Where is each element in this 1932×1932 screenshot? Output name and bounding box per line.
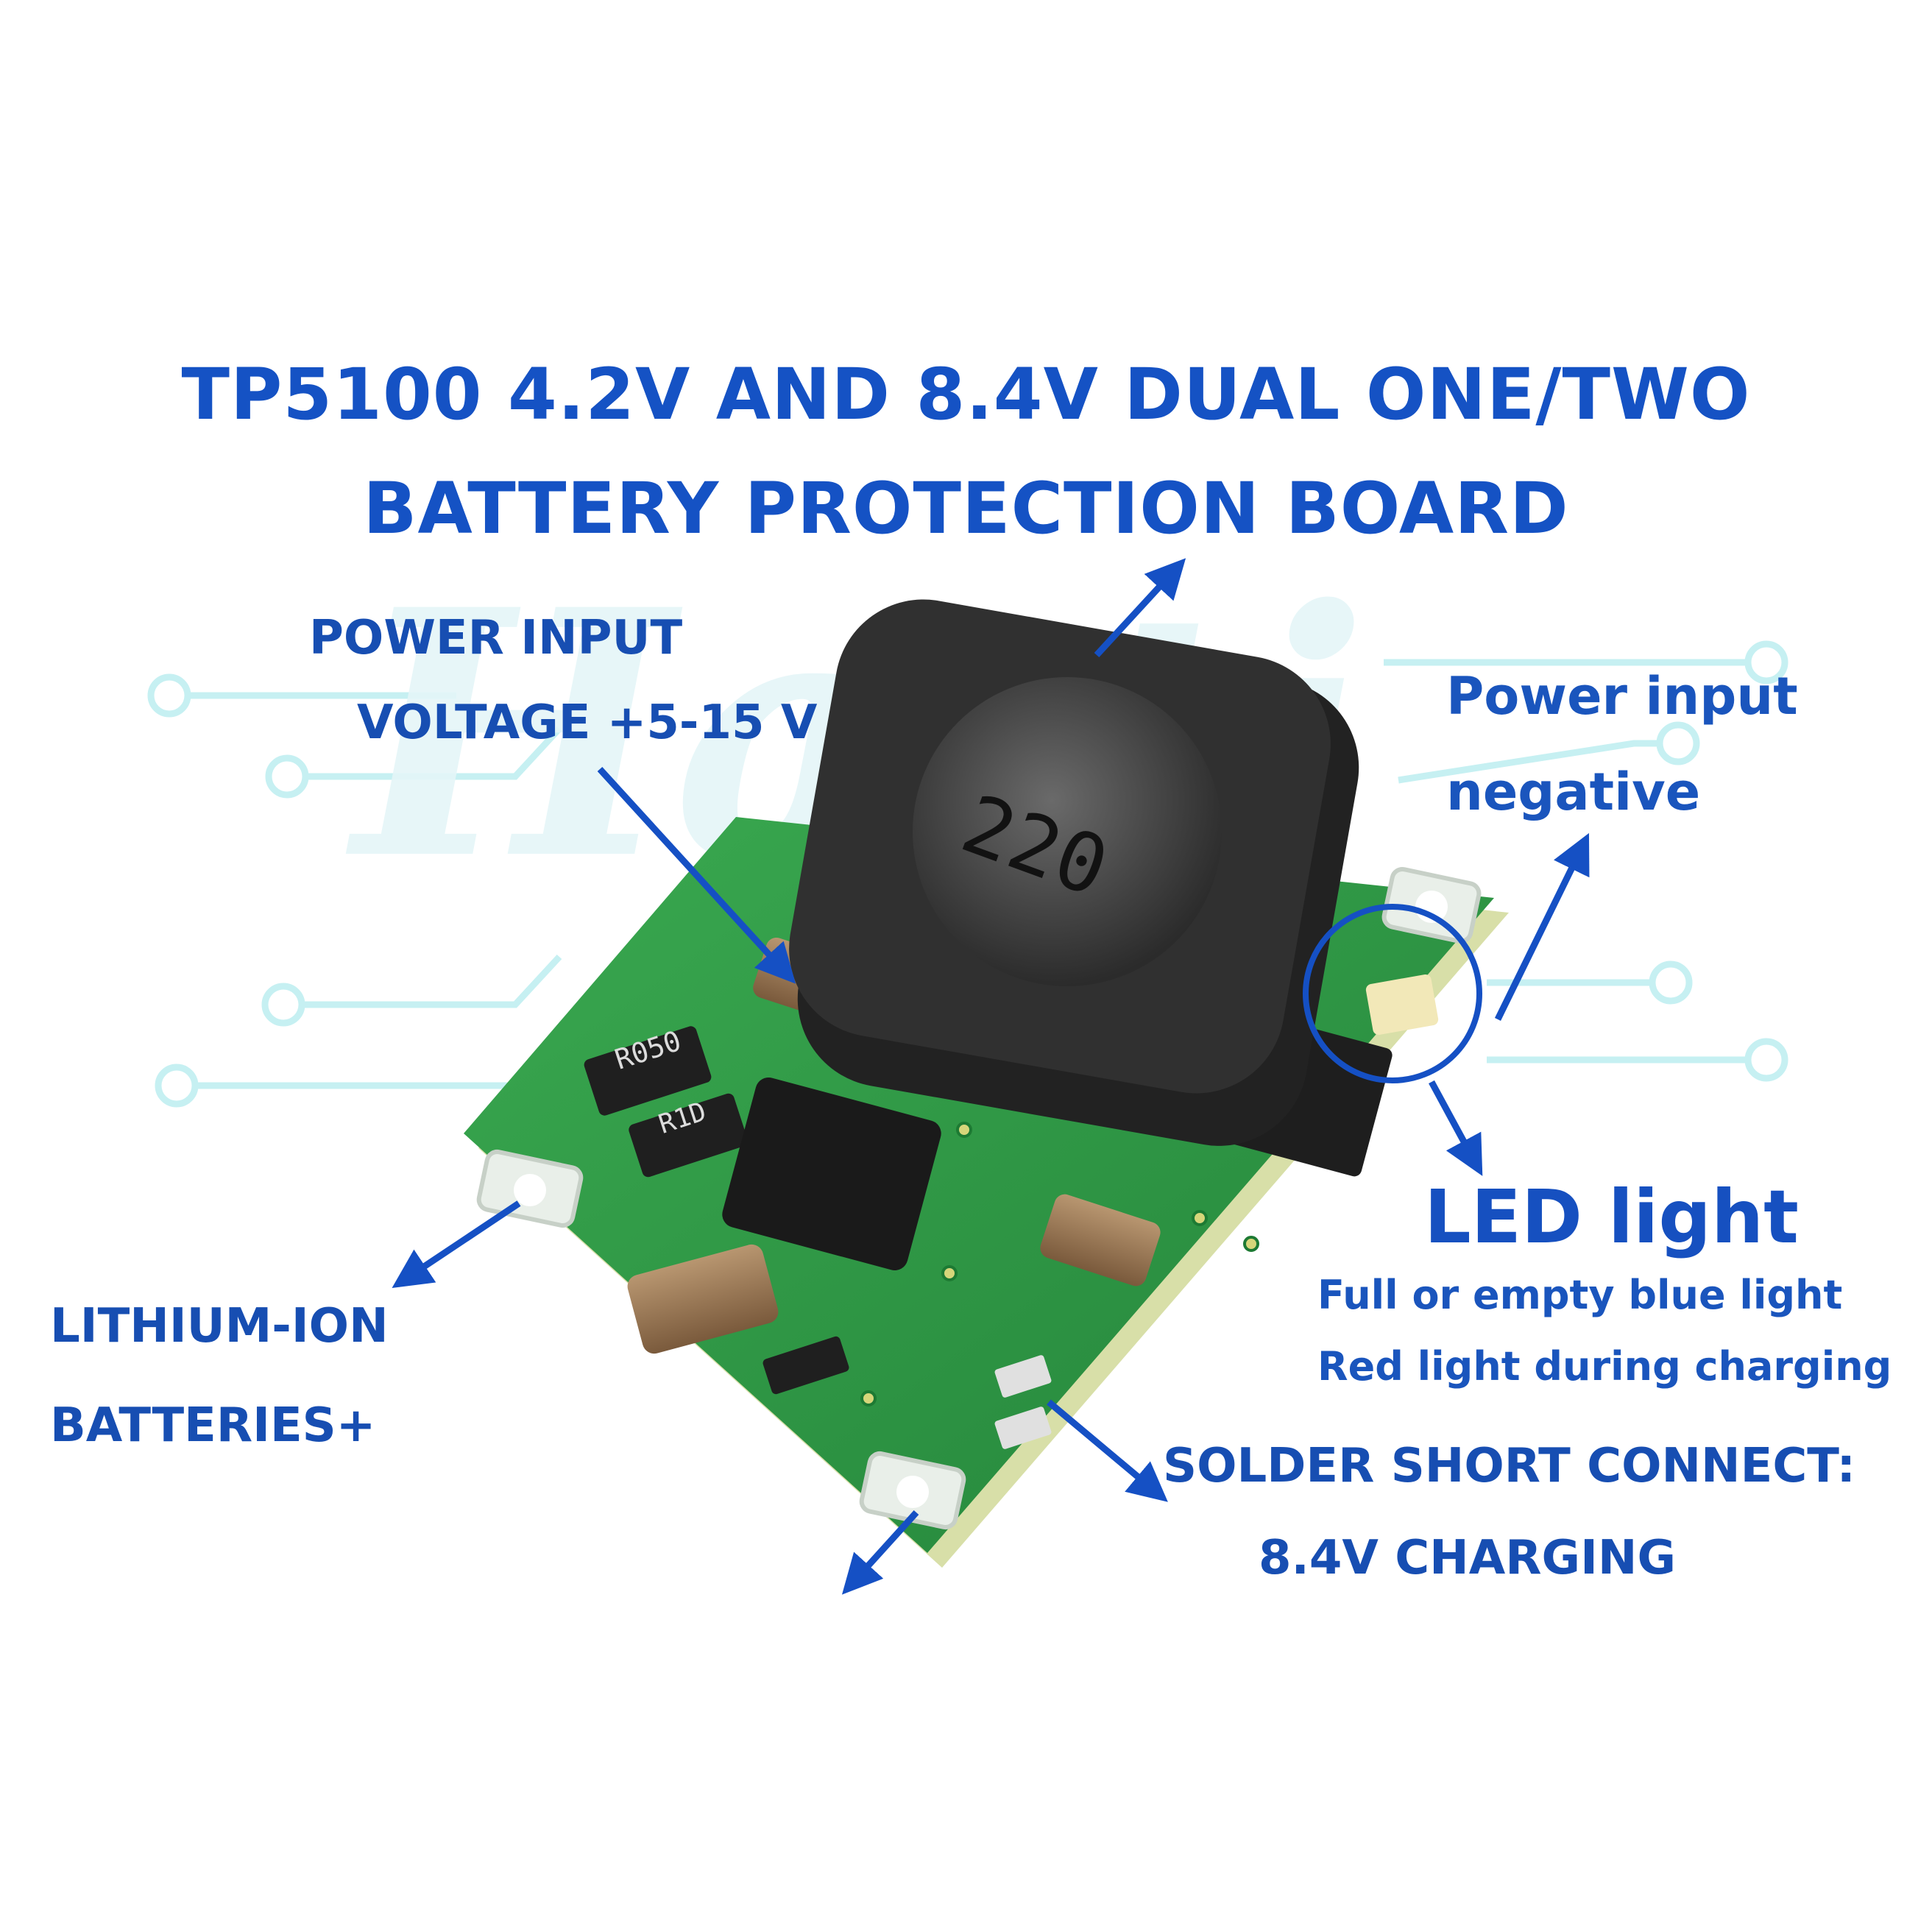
battery-positive-label-line-2: BATTERIES+	[50, 1398, 376, 1453]
led-highlight-circle	[1303, 904, 1482, 1083]
led-label-line-2: Red light during charging	[1317, 1343, 1892, 1390]
pcb-board	[464, 599, 1509, 1568]
power-input-negative-label-line-1: Power input	[1446, 666, 1798, 726]
circuit-decoration	[147, 640, 1788, 1108]
led-label-heading: LED light	[1424, 1174, 1799, 1260]
inductor	[789, 599, 1359, 1146]
led-label-line-1: Full or empty blue light	[1317, 1272, 1843, 1318]
solder-short-label-line-2: 8.4V CHARGING	[1259, 1531, 1676, 1585]
page-title-line-1: TP5100 4.2V AND 8.4V DUAL ONE/TWO	[181, 353, 1751, 436]
page-title-line-2: BATTERY PROTECTION BOARD	[363, 467, 1569, 550]
battery-positive-label-line-1: LITHIUM-ION	[50, 1299, 389, 1354]
power-input-label-line-2: VOLTAGE +5-15 V	[357, 696, 818, 750]
power-input-negative-label-line-2: negative	[1446, 762, 1701, 822]
power-input-label-line-1: POWER INPUT	[309, 611, 683, 665]
solder-short-label-line-1: SOLDER SHORT CONNECT:	[1163, 1439, 1856, 1493]
